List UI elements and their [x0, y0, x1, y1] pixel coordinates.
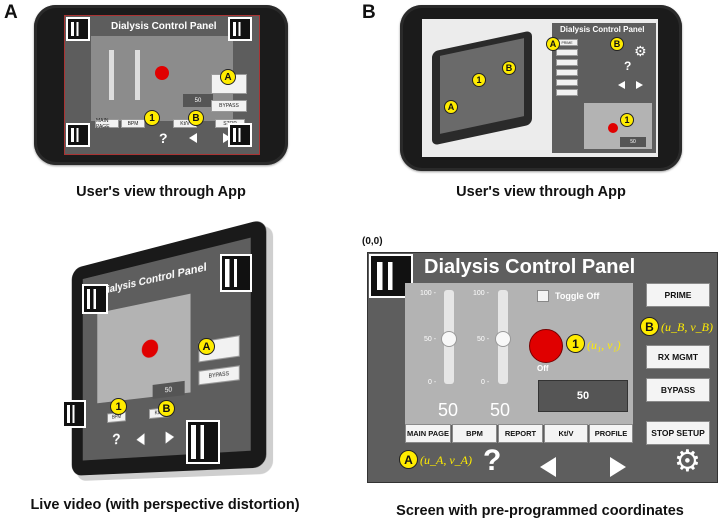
slider-1-tick-50: 50 - — [424, 336, 437, 343]
caption-b-bottom: Screen with pre-programmed coordinates — [396, 503, 684, 519]
aruco-marker-icon — [228, 123, 252, 147]
toggle-label: Toggle Off — [555, 291, 600, 301]
question-mark-icon[interactable]: ? — [483, 444, 502, 477]
left-arrow-icon[interactable] — [540, 457, 556, 477]
badge-b-inner: B — [502, 61, 516, 75]
red-power-button[interactable] — [529, 329, 563, 363]
slider-2-tick-0: 0 - — [481, 379, 490, 386]
badge-1: 1 — [144, 110, 160, 126]
badge-b-top-b: B — [610, 37, 624, 51]
badge-1-inner: 1 — [472, 73, 486, 87]
slider-2-value: 50 — [490, 400, 511, 420]
aruco-marker-icon — [62, 400, 86, 428]
badge-1-top-b: 1 — [620, 113, 634, 127]
tablet-a-top: Dialysis Control Panel 50 BYPASS MAIN PA… — [34, 5, 288, 165]
mini-left-arrow-icon-b — [618, 81, 625, 89]
slider-1-knob[interactable] — [441, 331, 457, 347]
mini-bypass-button: BYPASS — [211, 100, 247, 112]
origin-label: (0,0) — [362, 236, 383, 247]
tilted-question-icon: ? — [112, 431, 121, 449]
badge-b: B — [188, 110, 204, 126]
mini-gear-icon: ⚙ — [634, 43, 647, 59]
caption-a-top: User's view through App — [76, 184, 246, 200]
mini-question-icon-b: ? — [624, 59, 632, 73]
panel-a-letter: A — [4, 2, 18, 23]
bypass-button[interactable]: BYPASS — [646, 378, 710, 402]
right-arrow-icon[interactable] — [610, 457, 626, 477]
aruco-marker-icon — [186, 420, 220, 464]
aruco-marker-icon — [82, 284, 108, 314]
panel-b-letter: B — [362, 2, 376, 23]
tilted-value-display: 50 — [152, 380, 185, 399]
tab-main-page[interactable]: MAIN PAGE — [405, 424, 451, 443]
tablet-a-top-screen: Dialysis Control Panel 50 BYPASS MAIN PA… — [64, 15, 260, 155]
slider-2-knob[interactable] — [495, 331, 511, 347]
mini-button — [556, 89, 578, 96]
tablet-b-top-screen: Dialysis Control Panel PRIME ⚙ ? 50 — [422, 19, 658, 157]
tablet-a-live-video: Dialysis Control Panel 50 BYPASS BPM Kt/… — [46, 218, 267, 480]
mini-red-button — [155, 66, 169, 80]
coord-label-a: (u_A, v_A) — [420, 453, 472, 467]
prime-button[interactable]: PRIME — [646, 283, 710, 307]
aruco-marker-icon — [228, 17, 252, 41]
badge-a-live: A — [198, 338, 215, 355]
badge-a-main: A — [399, 450, 418, 469]
tab-report[interactable]: REPORT — [498, 424, 543, 443]
tilted-panel-title: Dialysis Control Panel — [100, 261, 207, 298]
off-label: Off — [537, 364, 549, 373]
mini-value-display-b: 50 — [620, 137, 646, 147]
tilted-right-arrow-icon — [165, 430, 175, 444]
mini-tab-bpm: BPM — [121, 119, 145, 128]
page-title: Dialysis Control Panel — [424, 256, 636, 278]
mini-button — [556, 69, 578, 76]
mini-button — [556, 59, 578, 66]
mini-panel-title: Dialysis Control Panel — [111, 21, 217, 32]
mini-slider-2 — [135, 50, 140, 100]
slider-1-value: 50 — [438, 400, 459, 420]
badge-b-live: B — [158, 400, 175, 417]
aruco-marker-icon — [66, 17, 90, 41]
stop-setup-button[interactable]: STOP SETUP — [646, 421, 710, 445]
coord-label-b: (u_B, v_B) — [661, 320, 713, 334]
tab-ktv[interactable]: Kt/V — [544, 424, 588, 443]
badge-a-top-b: A — [546, 37, 560, 51]
toggle-checkbox[interactable] — [537, 290, 549, 302]
tab-profile[interactable]: PROFILE — [589, 424, 633, 443]
badge-1-main: 1 — [566, 334, 585, 353]
mini-right-arrow-icon — [223, 133, 231, 143]
mini-left-arrow-icon — [189, 133, 197, 143]
mini-value-display: 50 — [183, 94, 213, 107]
badge-a: A — [220, 69, 236, 85]
mini-red-button-b — [608, 123, 618, 133]
coord-label-1: (u₁, v₁) — [587, 338, 621, 352]
caption-a-bottom: Live video (with perspective distortion) — [30, 497, 300, 513]
mini-slider-1 — [109, 50, 114, 100]
aruco-marker-icon — [66, 123, 90, 147]
tilted-bypass-button: BYPASS — [198, 365, 240, 386]
caption-b-top: User's view through App — [456, 184, 626, 200]
badge-b-main: B — [640, 317, 659, 336]
slider-2-tick-50: 50 - — [477, 336, 490, 343]
aruco-marker-icon — [220, 254, 252, 292]
slider-1-tick-100: 100 - — [420, 290, 436, 297]
slider-2-tick-100: 100 - — [473, 290, 489, 297]
mini-question-icon: ? — [159, 130, 168, 146]
mini-button — [556, 49, 578, 56]
badge-a-inner: A — [444, 100, 458, 114]
slider-1-tick-0: 0 - — [428, 379, 437, 386]
mini-right-arrow-icon-b — [636, 81, 643, 89]
mini-panel-title-b: Dialysis Control Panel — [560, 25, 645, 34]
tilted-left-arrow-icon — [136, 433, 145, 446]
tab-bpm[interactable]: BPM — [452, 424, 497, 443]
mini-tab-main: MAIN PAGE — [95, 118, 119, 130]
mini-button — [556, 79, 578, 86]
badge-1-live: 1 — [110, 398, 127, 415]
value-display: 50 — [538, 380, 628, 412]
rx-mgmt-button[interactable]: RX MGMT — [646, 345, 710, 369]
gear-icon[interactable]: ⚙ — [674, 445, 701, 478]
tablet-b-top: Dialysis Control Panel PRIME ⚙ ? 50 A B … — [400, 5, 682, 171]
